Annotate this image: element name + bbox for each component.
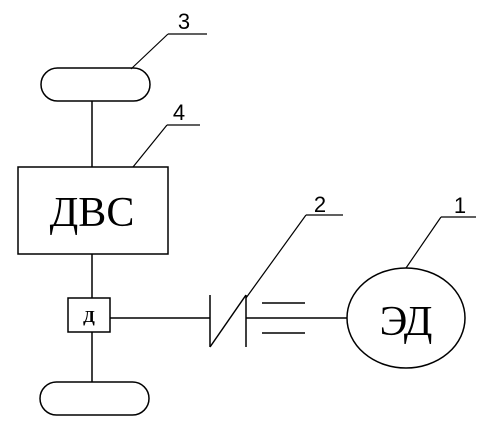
differential-label: Д: [83, 307, 95, 326]
motor-coupling: [246, 302, 347, 334]
callout-4: 4: [132, 100, 200, 168]
callout-4-label: 4: [173, 100, 185, 125]
callout-2: 2: [245, 192, 343, 299]
callout-3: 3: [130, 9, 207, 70]
clutch: [209, 294, 247, 348]
top-wheel: [40, 67, 151, 102]
callout-2-label: 2: [314, 192, 326, 217]
callout-1-label: 1: [454, 193, 466, 218]
engine-label: ДВС: [50, 190, 135, 236]
callout-3-label: 3: [178, 9, 190, 34]
bottom-wheel: [39, 381, 150, 416]
differential-block: [67, 297, 111, 333]
motor-label: ЭД: [380, 299, 433, 345]
callout-1: 1: [405, 193, 476, 269]
engine-block: [17, 166, 169, 255]
